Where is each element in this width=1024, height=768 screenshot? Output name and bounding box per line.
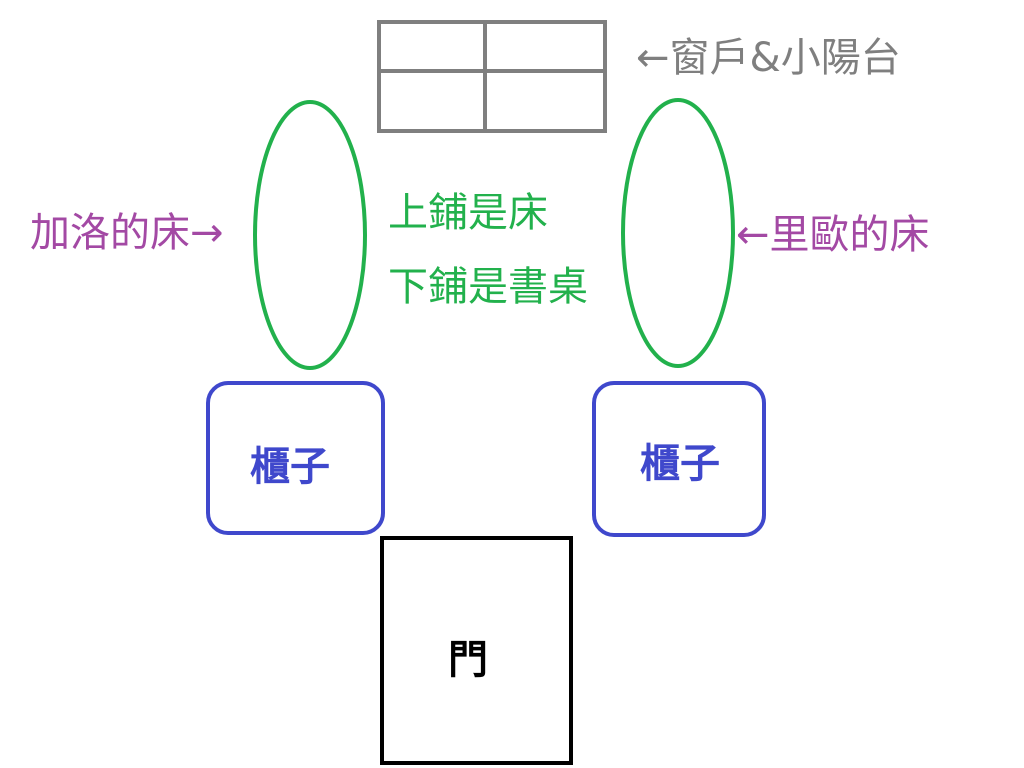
bunk-bottom-note: 下鋪是書桌 (388, 264, 588, 310)
bunk-top-note: 上鋪是床 (388, 190, 548, 236)
right-cabinet-label: 櫃子 (640, 441, 720, 487)
door-label: 門 (448, 637, 488, 683)
right-bed (621, 98, 735, 368)
door (380, 536, 573, 765)
left-cabinet-label: 櫃子 (250, 444, 330, 490)
left-bed-label: 加洛的床→ (30, 210, 224, 256)
left-bed (253, 100, 367, 370)
window (377, 20, 607, 133)
window-label: ←窗戶&小陽台 (636, 35, 901, 81)
right-cabinet (592, 381, 766, 537)
window-frame (377, 20, 607, 133)
left-cabinet (206, 381, 385, 535)
right-bed-label: ←里歐的床 (736, 212, 930, 258)
